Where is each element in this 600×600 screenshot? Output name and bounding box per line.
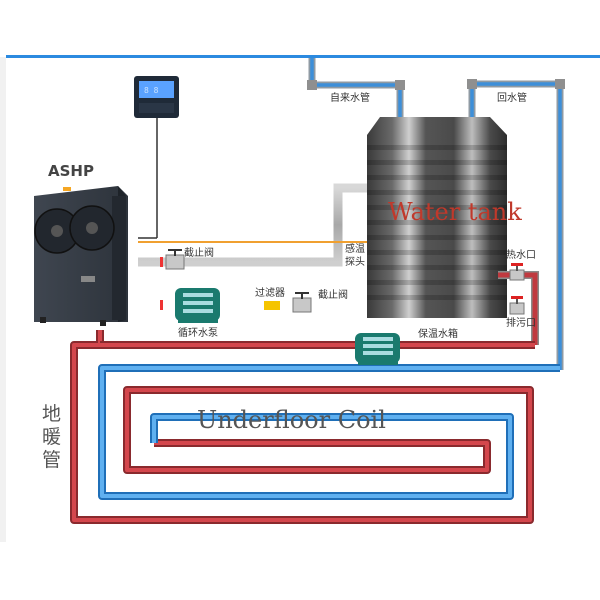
circulation-pump-label: 循环水泵: [178, 326, 218, 339]
stop-valve-lower-icon: [292, 292, 312, 313]
underfloor-vertical-label-3: 管: [42, 449, 61, 471]
frame-left-border: [0, 57, 6, 542]
hot-water-outlet: [498, 263, 539, 345]
stop-valve-lower-label: 截止阀: [318, 288, 348, 301]
return-water-pipe: [467, 79, 565, 370]
main-water-line: [6, 55, 600, 58]
hot-water-outlet-label: 热水口: [506, 248, 536, 261]
return-water-pipe-label: 回水管: [497, 91, 527, 104]
stop-valve-upper-label: 截止阀: [184, 246, 214, 259]
underfloor-vertical-label-2: 暖: [42, 426, 61, 448]
filter-label: 过滤器: [255, 286, 285, 299]
tap-water-pipe: [307, 58, 405, 118]
water-tank-label: Water tank: [388, 198, 522, 226]
heat-pump-unit-icon: [34, 186, 128, 326]
underfloor-coil-label: Underfloor Coil: [197, 406, 386, 434]
temp-sensor-label-line2: 探头: [345, 255, 365, 268]
stop-valve-upper-icon: [165, 249, 185, 270]
underfloor-coil: [70, 330, 560, 524]
underfloor-vertical-label-1: 地: [42, 403, 61, 425]
filter-icon: [264, 301, 280, 310]
ashp-label: ASHP: [48, 162, 94, 180]
insulated-tank-caption: 保温水箱: [418, 327, 458, 340]
insulated-tank-icon: [367, 117, 507, 318]
coil-circulation-pump-icon: [355, 333, 400, 365]
drain-outlet: [498, 296, 582, 315]
lower-return-pipe: [138, 300, 372, 310]
temp-sensor-label-line1: 感温: [345, 242, 365, 255]
svg-text:8 8: 8 8: [144, 86, 159, 95]
upper-supply-pipe: [138, 183, 372, 267]
tap-water-pipe-label: 自来水管: [330, 91, 370, 104]
circulation-pump-icon: [175, 288, 220, 323]
drain-outlet-label: 排污口: [506, 316, 536, 329]
wired-controller-icon: 8 8: [134, 76, 179, 239]
